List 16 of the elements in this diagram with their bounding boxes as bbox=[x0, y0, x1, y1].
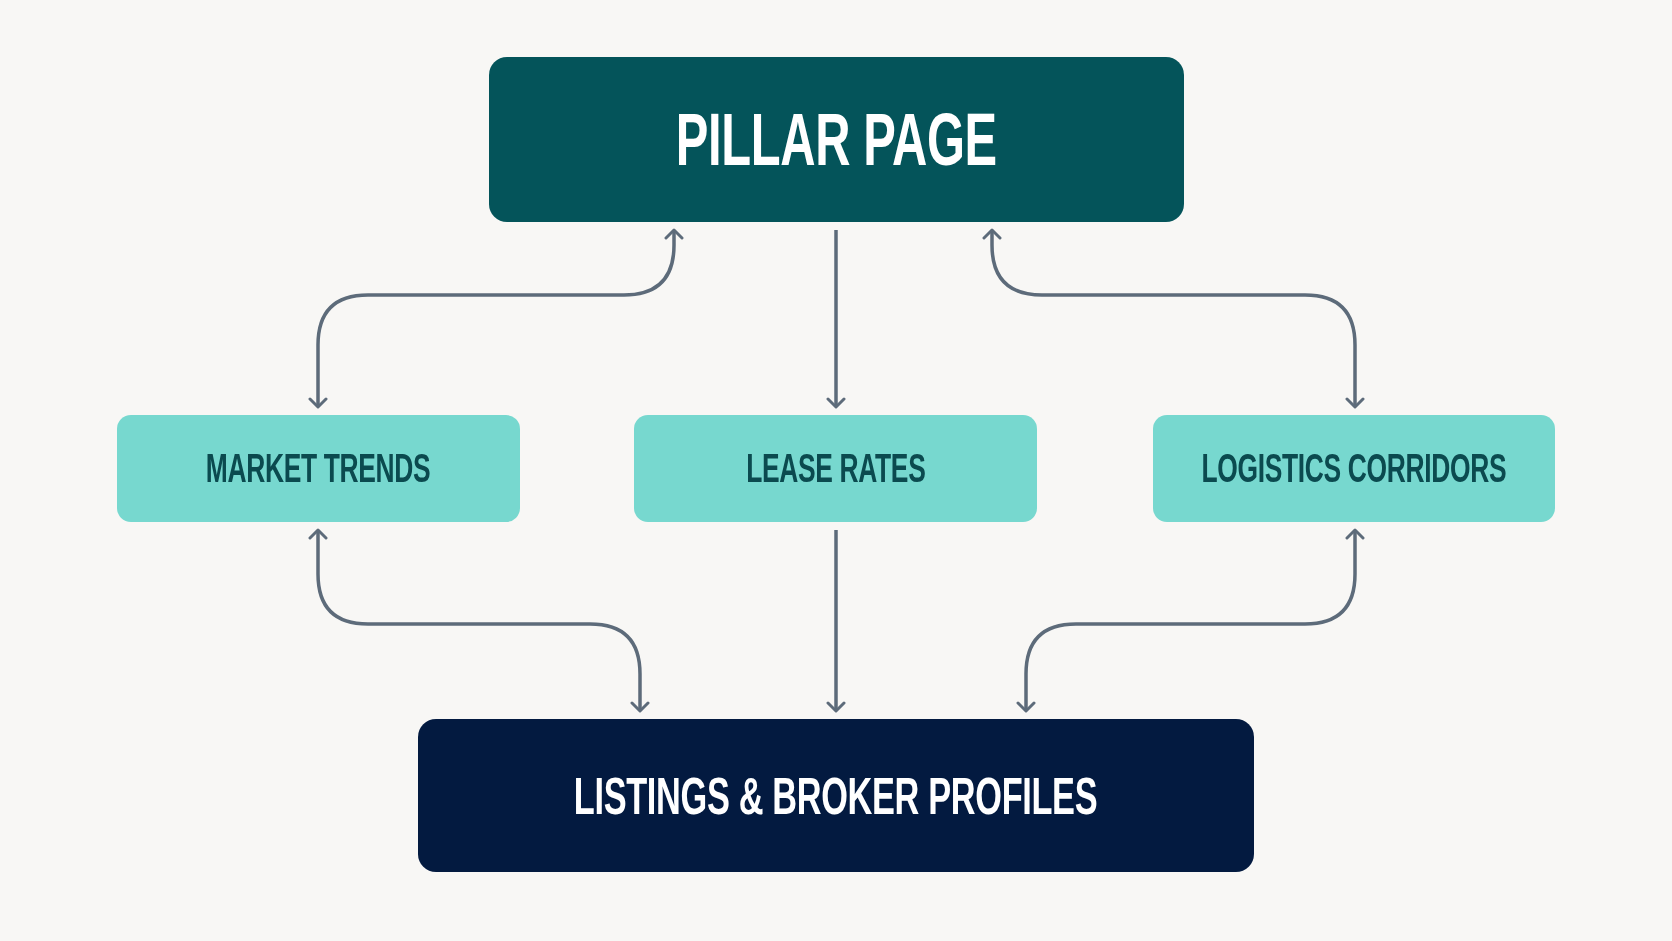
box-title: PILLAR PAGE bbox=[675, 97, 998, 182]
box-title: LISTINGS & BROKER PROFILES bbox=[574, 765, 1098, 826]
connector-arrow bbox=[308, 228, 684, 409]
box-title: MARKET TRENDS bbox=[206, 446, 431, 491]
topic-box bbox=[489, 57, 1184, 222]
topic-box bbox=[418, 719, 1254, 872]
topic-box bbox=[634, 415, 1037, 522]
connector-arrow bbox=[982, 228, 1365, 409]
connector-arrow bbox=[308, 528, 650, 713]
connector-arrow bbox=[1016, 528, 1365, 713]
topic-box bbox=[1153, 415, 1555, 522]
connector-arrow bbox=[826, 530, 846, 713]
connector-arrow bbox=[826, 230, 846, 409]
box-title: LEASE RATES bbox=[745, 446, 926, 491]
topic-box bbox=[117, 415, 520, 522]
box-title: LOGISTICS CORRIDORS bbox=[1201, 446, 1507, 491]
